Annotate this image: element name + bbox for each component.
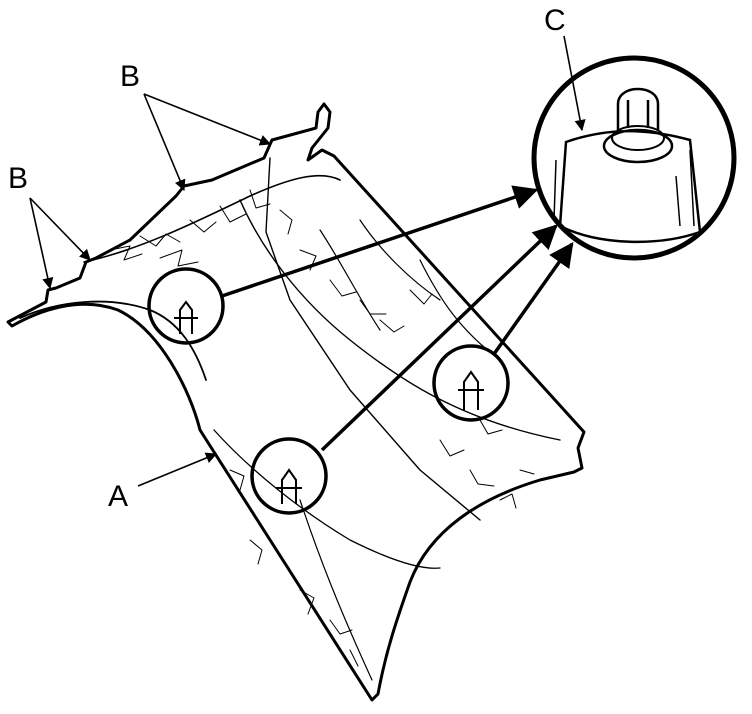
callout-c: C xyxy=(544,4,566,37)
leader-b-left-1 xyxy=(29,197,54,290)
clip-circle xyxy=(147,267,225,345)
clip-circle xyxy=(250,437,328,515)
detail-clip-collar xyxy=(611,125,665,151)
leader-a xyxy=(137,452,218,487)
clip-marker-lower-left xyxy=(250,437,328,515)
leader-b-left-2 xyxy=(29,197,91,261)
arrow-lower-left-to-detail xyxy=(320,224,558,452)
clip-circle xyxy=(432,344,510,422)
panel-texture xyxy=(109,189,535,667)
clip-icon xyxy=(458,370,484,410)
leader-c xyxy=(563,35,586,132)
clip-detail-inset xyxy=(531,55,737,261)
panel-inner-fold-4 xyxy=(213,429,441,569)
callout-leaders xyxy=(29,35,586,487)
callout-b-top: B xyxy=(120,60,140,93)
panel-inner-fold xyxy=(83,174,341,263)
callout-b-left: B xyxy=(8,162,28,195)
arrow-upper-left-to-detail xyxy=(221,185,539,298)
leader-b-top-2 xyxy=(143,93,272,146)
detail-clip-head xyxy=(616,87,660,130)
clip-icon xyxy=(276,468,302,504)
panel-outline xyxy=(6,102,586,702)
panel-inner-fold-5 xyxy=(319,219,441,331)
panel-inner-fold-2 xyxy=(265,157,481,521)
callout-a: A xyxy=(108,480,128,513)
clip-marker-upper-left xyxy=(147,267,225,345)
clip-icon xyxy=(174,300,198,334)
leader-arrows xyxy=(221,185,574,452)
arrow-right-to-detail xyxy=(492,242,574,356)
leader-b-top-1 xyxy=(143,93,186,192)
detail-clip-base xyxy=(602,128,674,164)
detail-circle xyxy=(531,55,737,261)
detail-boss xyxy=(558,129,702,244)
trim-panel xyxy=(6,102,586,702)
clip-marker-right xyxy=(432,344,510,422)
detail-boss-shade xyxy=(553,149,695,227)
